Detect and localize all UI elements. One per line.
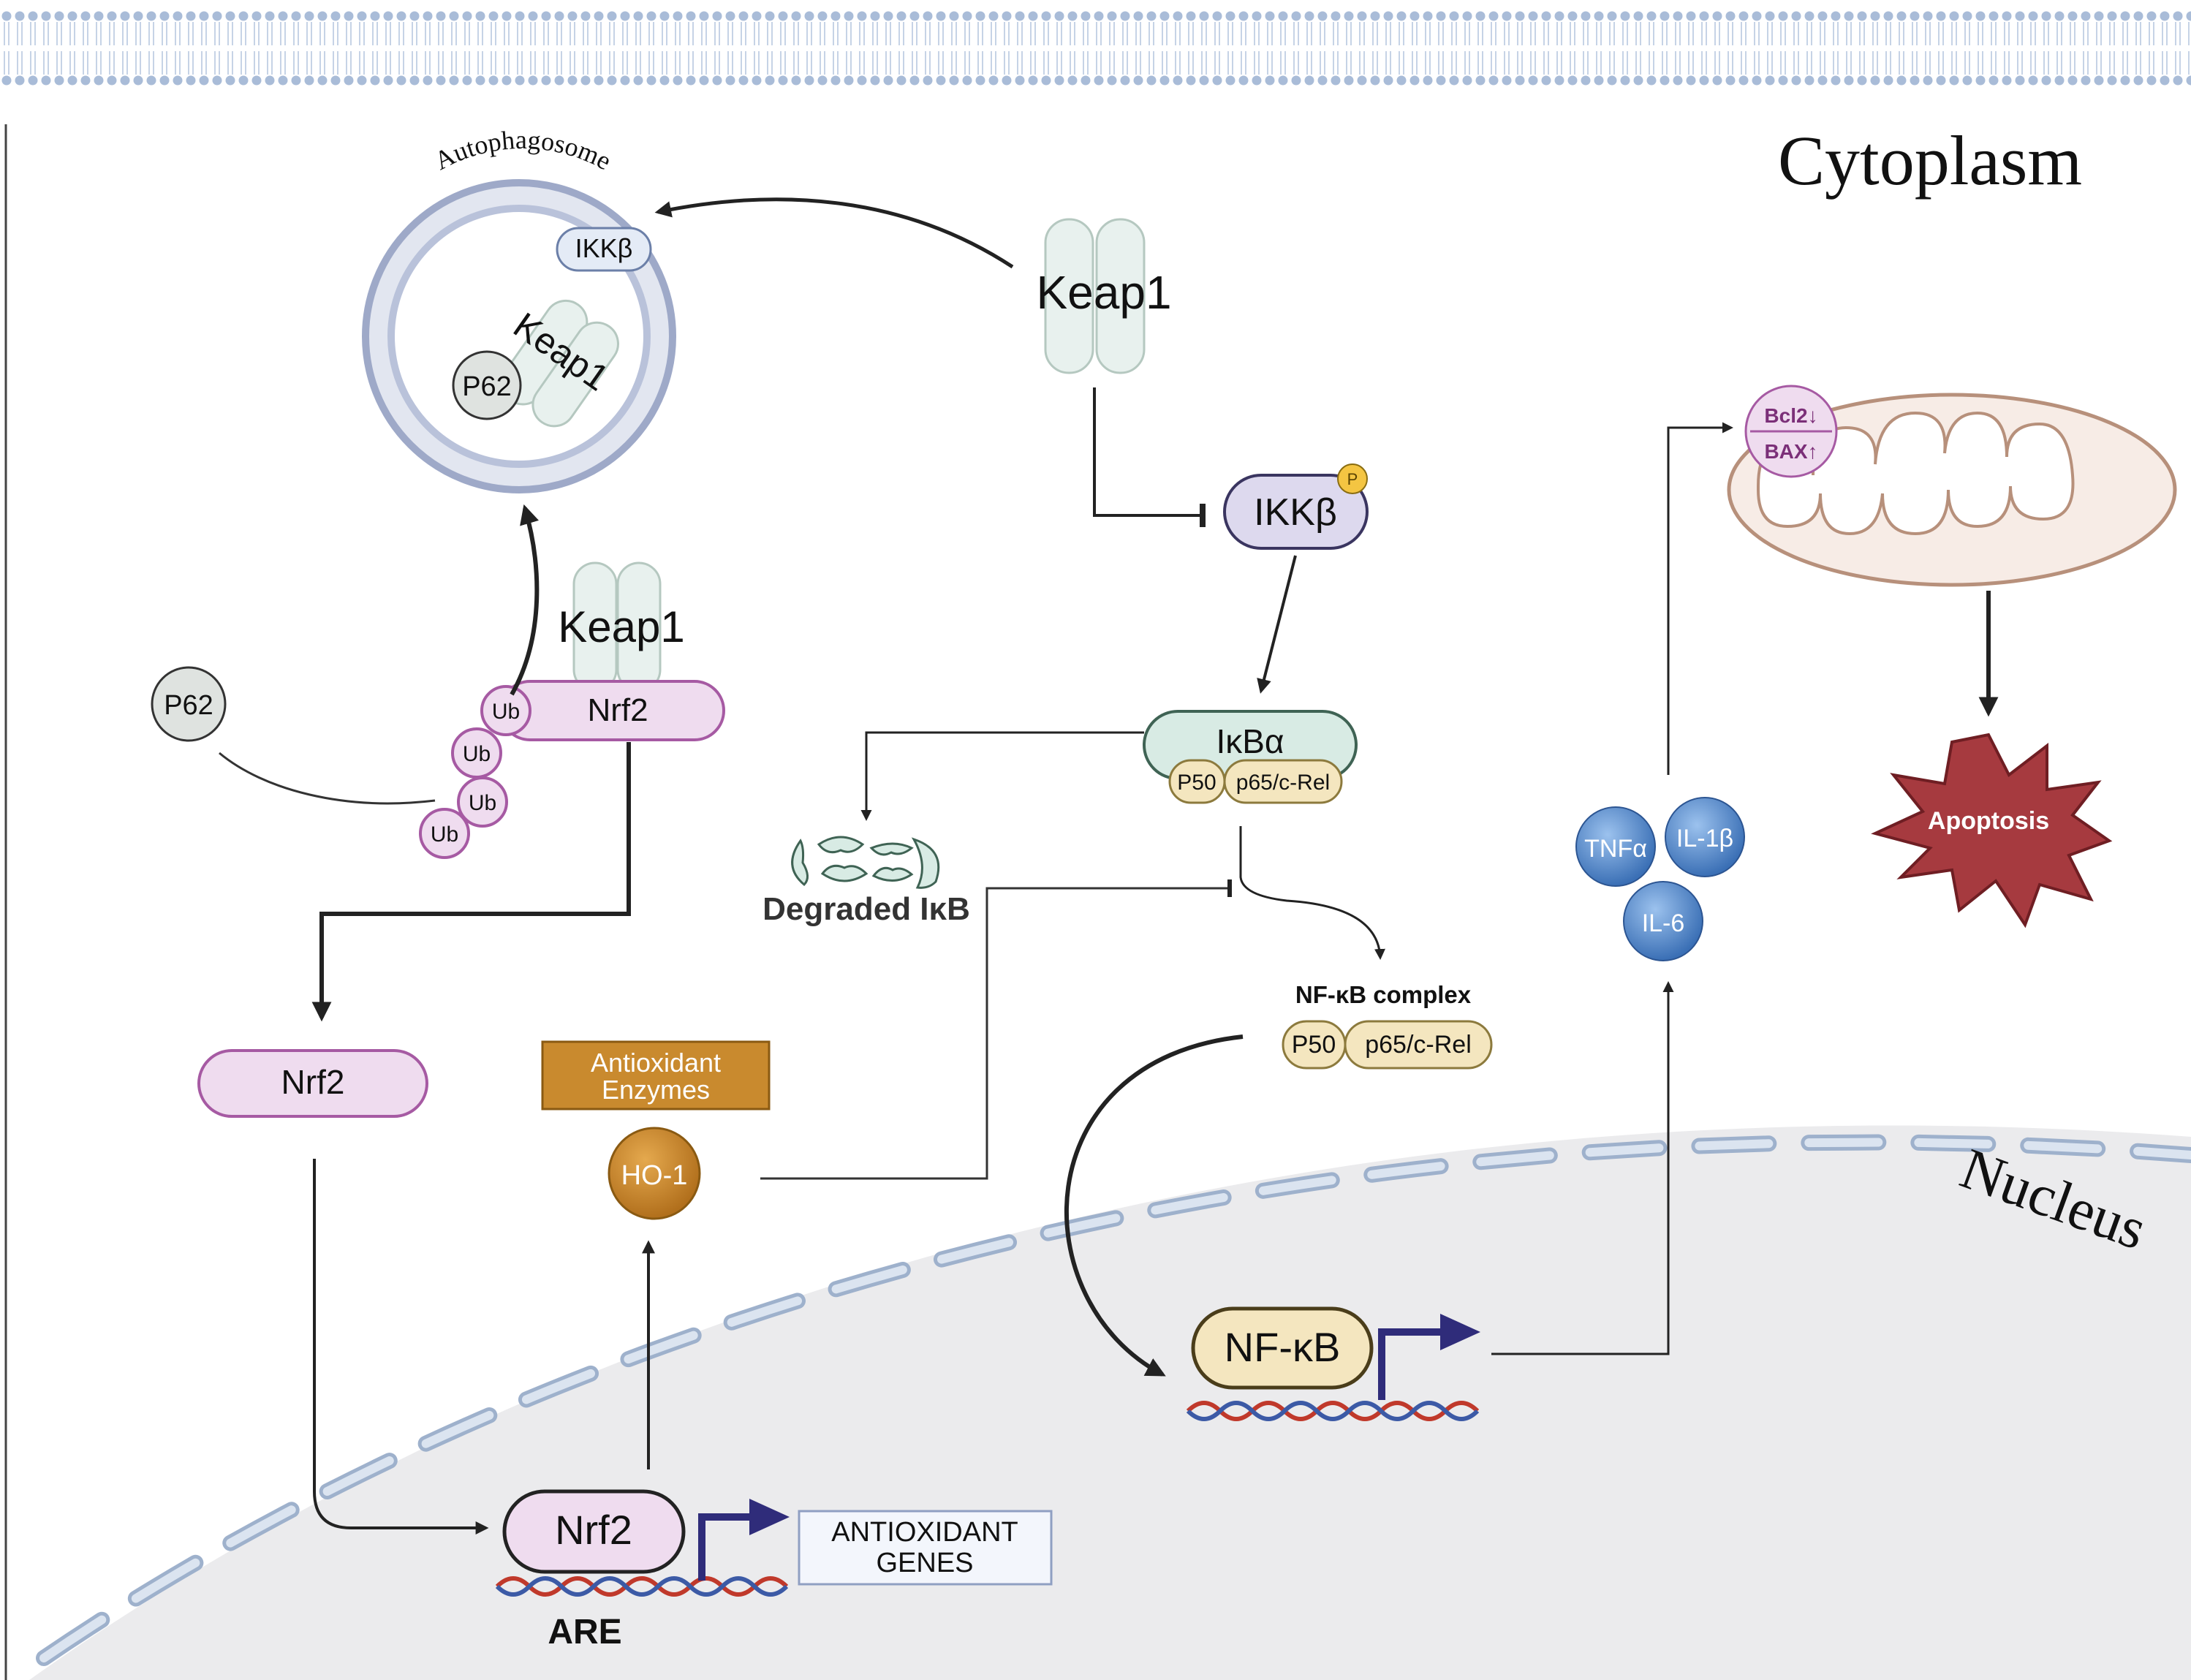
nrf2-nuclear bbox=[502, 1489, 686, 1574]
keap1-free-label: Keap1 bbox=[1036, 266, 1171, 319]
nrf2-free bbox=[197, 1049, 428, 1118]
p62-free-label: P62 bbox=[164, 690, 213, 721]
nfkb-p50-label: P50 bbox=[1292, 1031, 1336, 1059]
arrow-nrf2-to-nucleus bbox=[313, 1159, 489, 1535]
ikba-p50-label: P50 bbox=[1177, 771, 1216, 795]
are-label: ARE bbox=[548, 1613, 621, 1651]
nrf2-free-label: Nrf2 bbox=[281, 1063, 345, 1101]
antioxidant-enzymes-line2: Enzymes bbox=[602, 1075, 710, 1105]
ub-4-label: Ub bbox=[431, 822, 458, 847]
mitochondrion-icon bbox=[1727, 393, 2177, 587]
p62-free bbox=[151, 666, 227, 742]
are-dna-icon bbox=[495, 1576, 789, 1597]
nfkb-p65-label: p65/c-Rel bbox=[1365, 1031, 1472, 1059]
ikba-p65 bbox=[1223, 759, 1343, 804]
cytokine-il6 bbox=[1623, 881, 1703, 961]
bcl2-label: Bcl2↓ bbox=[1764, 404, 1817, 427]
nucleus bbox=[29, 1125, 2191, 1680]
cytokine-tnfa-label: TNFα bbox=[1584, 835, 1647, 863]
arrow-cytokines-to-mito bbox=[1667, 422, 1733, 775]
ikkb-phospho bbox=[1223, 474, 1369, 550]
apoptosis-label: Apoptosis bbox=[1928, 807, 2049, 835]
ub-3 bbox=[457, 776, 508, 828]
ub-2-label: Ub bbox=[463, 742, 491, 766]
antioxidant-genes-box bbox=[798, 1510, 1053, 1586]
ikkb-phospho-label: IKKβ bbox=[1254, 491, 1337, 534]
arrow-nfkb-to-nucleus bbox=[1064, 1034, 1244, 1377]
autophagosome: Autophagosome IKKβ Keap1 P62 bbox=[362, 125, 676, 493]
antioxidant-enzymes-line1: Antioxidant bbox=[591, 1048, 721, 1078]
nrf2-nuclear-label: Nrf2 bbox=[555, 1507, 632, 1553]
antioxidant-genes-line1: ANTIOXIDANT bbox=[831, 1517, 1018, 1548]
keap1-in-autophagosome-icon bbox=[500, 299, 619, 428]
cytoplasm-label: Cytoplasm bbox=[1778, 121, 2082, 200]
nfkb-p65 bbox=[1344, 1020, 1493, 1070]
keap1-dimer-icon bbox=[1044, 218, 1146, 374]
arrow-complex-to-autophagosome bbox=[510, 504, 540, 696]
arrow-ikba-to-degraded bbox=[860, 731, 1144, 821]
nrf2-bound-label: Nrf2 bbox=[587, 692, 648, 728]
ikba-p65-label: p65/c-Rel bbox=[1236, 771, 1330, 795]
antioxidant-enzymes-box bbox=[541, 1040, 771, 1110]
arrow-nrf2-release bbox=[311, 742, 631, 1022]
bax-label: BAX↑ bbox=[1764, 440, 1817, 463]
p62-in-autophagosome-label: P62 bbox=[462, 371, 512, 402]
are-promoter-arrow-icon bbox=[698, 1513, 753, 1581]
cytokine-il1b-label: IL-1β bbox=[1676, 825, 1733, 852]
ikba-label: IκBα bbox=[1216, 722, 1284, 760]
nfkb-nuclear-label: NF-κB bbox=[1225, 1324, 1341, 1370]
cytokine-il6-label: IL-6 bbox=[1642, 909, 1685, 937]
inhibit-ho1-nfkb bbox=[760, 879, 1232, 1180]
degraded-ikb-icon bbox=[791, 836, 940, 889]
phospho-badge-icon bbox=[1337, 463, 1368, 494]
ub-1-label: Ub bbox=[492, 700, 520, 724]
ho1 bbox=[608, 1127, 701, 1220]
ub-4 bbox=[419, 808, 470, 859]
are-promoter-arrowhead-icon bbox=[749, 1499, 790, 1535]
arrow-release-nfkb bbox=[1239, 826, 1385, 960]
cell-membrane bbox=[0, 0, 2191, 95]
ho1-label: HO-1 bbox=[621, 1160, 688, 1191]
antioxidant-genes-line2: GENES bbox=[876, 1548, 973, 1578]
cytokine-il1b bbox=[1665, 797, 1745, 877]
apoptosis-burst-icon bbox=[1871, 733, 2113, 928]
ub-3-label: Ub bbox=[469, 791, 496, 815]
nfkb-promoter-arrow-icon bbox=[1378, 1328, 1444, 1400]
p62-binding-line bbox=[219, 752, 436, 805]
arrow-nfkb-to-cytokines bbox=[1491, 981, 1674, 1355]
ikkb-in-autophagosome bbox=[556, 227, 652, 272]
inhibit-keap1-ikkb bbox=[1093, 387, 1206, 527]
arrow-ikkb-to-ikba bbox=[1257, 555, 1297, 694]
p62-in-autophagosome bbox=[452, 350, 522, 420]
degraded-label: Degraded IκB bbox=[763, 891, 970, 927]
nfkb-complex-title: NF-κB complex bbox=[1295, 981, 1472, 1008]
keap1-on-nrf2-label: Keap1 bbox=[558, 602, 685, 651]
nfkb-dna-icon bbox=[1186, 1401, 1480, 1421]
cytokine-tnfa bbox=[1575, 806, 1656, 887]
nfkb-promoter-arrowhead-icon bbox=[1440, 1314, 1480, 1350]
arrow-keap1-to-autophagosome bbox=[654, 197, 1014, 269]
ub-1 bbox=[480, 685, 531, 736]
nfkb-nuclear bbox=[1191, 1306, 1374, 1390]
ikkb-in-autophagosome-label: IKKβ bbox=[575, 233, 633, 263]
autophagosome-label: Autophagosome bbox=[430, 125, 616, 175]
phospho-badge-label: P bbox=[1347, 470, 1358, 488]
